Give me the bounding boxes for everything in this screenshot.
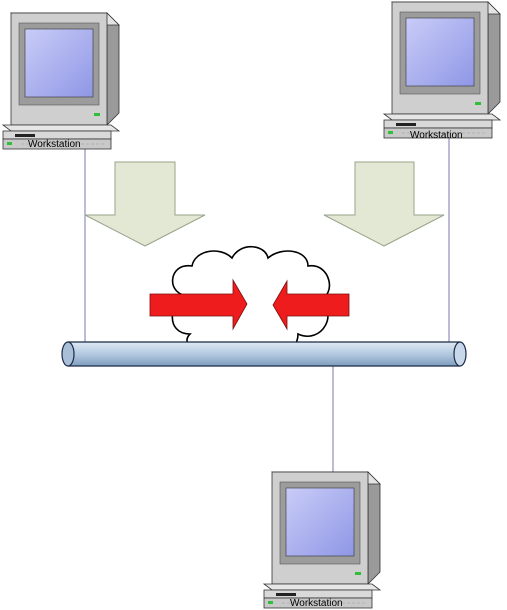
workstation-icon (2, 12, 120, 150)
workstation-label: Workstation (290, 598, 343, 609)
workstation-icon (263, 471, 381, 609)
collision-arrow-icon (149, 278, 248, 331)
workstation-label: Workstation (410, 130, 463, 141)
collision-arrow-icon (272, 279, 350, 331)
down-arrow-icon (84, 161, 206, 247)
bus-cable (61, 341, 467, 367)
down-arrow-icon (323, 161, 445, 247)
workstation-label: Workstation (28, 139, 81, 150)
workstation-icon (383, 1, 501, 139)
